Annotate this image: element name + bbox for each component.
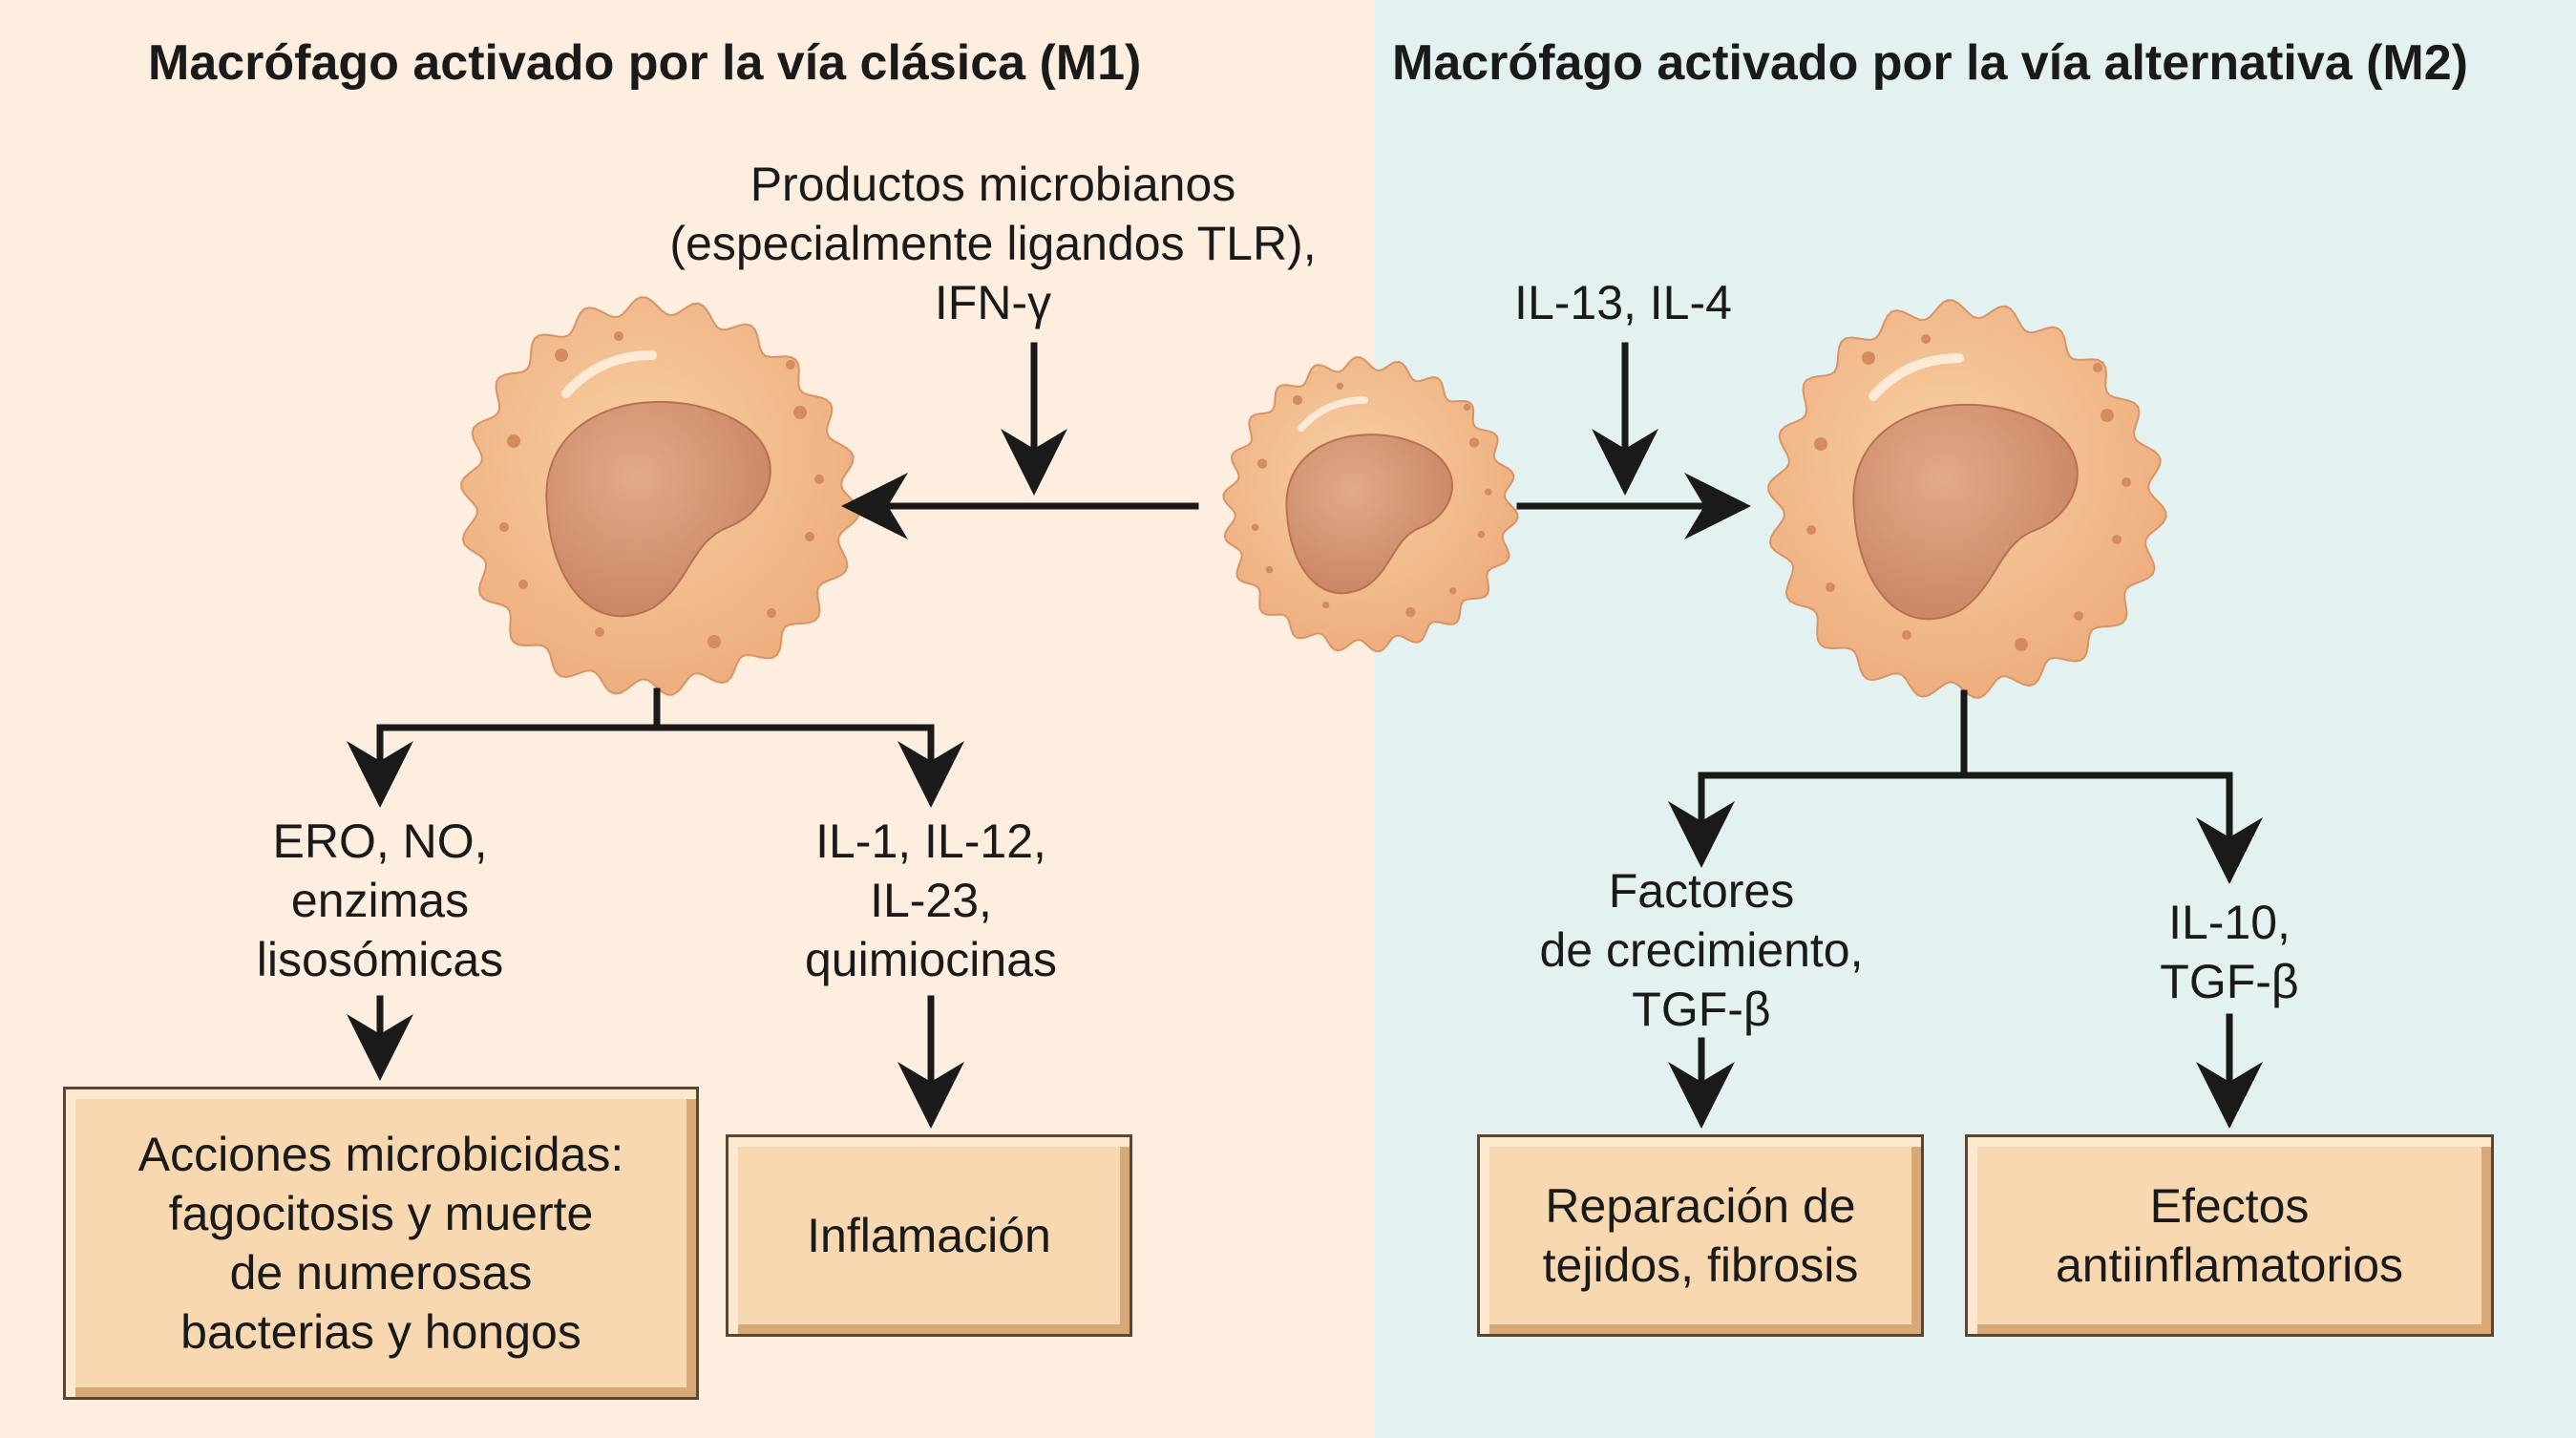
m2-macrophage-granule xyxy=(1921,334,1931,344)
m2-effect-1-text: Reparación de tejidos, fibrosis xyxy=(1542,1179,1859,1292)
m2-stimulus-label: IL-13, IL-4 xyxy=(1514,276,1732,329)
m2-product-1-label: Factores de crecimiento, TGF-β xyxy=(1539,864,1864,1036)
resting-macrophage-highlight xyxy=(1298,396,1368,433)
resting-macrophage-cell xyxy=(1222,355,1519,653)
m1-product-1-label: ERO, NO, enzimas lisosómicas xyxy=(256,814,504,986)
resting-macrophage-granule xyxy=(1468,437,1480,448)
m2-effect-2-box: Efectos antiinflamatorios xyxy=(1965,1134,2494,1337)
m1-effect-2-text: Inflamación xyxy=(807,1209,1051,1262)
resting-macrophage-granule xyxy=(1292,394,1303,406)
m1-macrophage-granule xyxy=(793,406,807,419)
m2-macrophage-granule xyxy=(1814,437,1827,451)
resting-macrophage-granule xyxy=(1251,523,1259,531)
m2-macrophage-granule xyxy=(1826,582,1835,592)
resting-macrophage-nucleus xyxy=(1285,434,1453,595)
m1-macrophage-granule xyxy=(499,522,509,532)
m1-macrophage-granule xyxy=(805,532,814,541)
m1-macrophage-granule xyxy=(814,475,824,484)
m2-effect-1-box: Reparación de tejidos, fibrosis xyxy=(1477,1134,1924,1337)
m1-product-2-label: IL-1, IL-12, IL-23, quimiocinas xyxy=(804,814,1057,986)
m1-macrophage-granule xyxy=(786,360,795,370)
m1-effect-1-text: Acciones microbicidas: fagocitosis y mue… xyxy=(137,1128,624,1359)
m1-macrophage-granule xyxy=(767,608,776,618)
m2-macrophage-cell xyxy=(1767,299,2167,699)
m2-macrophage-granule xyxy=(2112,535,2122,544)
m2-macrophage-granule xyxy=(2074,611,2083,621)
m2-macrophage-granule xyxy=(1862,351,1875,365)
m2-macrophage-highlight xyxy=(1869,353,1964,401)
m2-product-2-label: IL-10, TGF-β xyxy=(2160,896,2299,1008)
resting-macrophage-granule xyxy=(1336,382,1344,390)
m1-macrophage-nucleus xyxy=(545,400,771,618)
resting-macrophage-granule xyxy=(1321,601,1330,609)
resting-macrophage-granule xyxy=(1405,606,1416,618)
resting-macrophage-granule xyxy=(1256,458,1268,469)
m2-macrophage-nucleus xyxy=(1852,403,2079,621)
m1-effect-2-box: Inflamación xyxy=(726,1134,1132,1337)
m1-macrophage-granule xyxy=(595,627,604,637)
m1-macrophage-granule xyxy=(707,635,721,648)
m2-macrophage-granule xyxy=(1806,525,1816,535)
m1-macrophage-granule xyxy=(614,331,623,341)
m2-branch-connector xyxy=(1698,689,2233,779)
m2-macrophage-granule xyxy=(1902,630,1911,640)
m2-macrophage-granule xyxy=(2122,477,2131,487)
m1-stimulus-label: Productos microbianos (especialmente lig… xyxy=(669,158,1317,329)
m1-macrophage-cell xyxy=(460,296,860,696)
resting-macrophage-granule xyxy=(1485,488,1492,496)
m1-macrophage-granule xyxy=(518,580,528,589)
m2-macrophage-granule xyxy=(2015,638,2028,651)
m1-title: Macrófago activado por la vía clásica (M… xyxy=(148,35,1142,91)
m2-effect-2-text: Efectos antiinflamatorios xyxy=(2055,1179,2404,1292)
m2-title: Macrófago activado por la vía alternativ… xyxy=(1392,35,2468,91)
resting-macrophage-granule xyxy=(1265,565,1274,574)
m2-macrophage-granule xyxy=(2101,409,2114,422)
m1-effect-1-box: Acciones microbicidas: fagocitosis y mue… xyxy=(63,1087,699,1400)
m1-branch-connector xyxy=(376,687,935,731)
m1-macrophage-highlight xyxy=(561,350,657,398)
resting-macrophage-granule xyxy=(1477,530,1486,539)
m1-macrophage-granule xyxy=(507,434,520,448)
resting-macrophage-granule xyxy=(1463,403,1471,412)
resting-macrophage-granule xyxy=(1449,587,1457,595)
m1-macrophage-granule xyxy=(555,349,568,362)
m2-macrophage-granule xyxy=(2093,363,2102,372)
